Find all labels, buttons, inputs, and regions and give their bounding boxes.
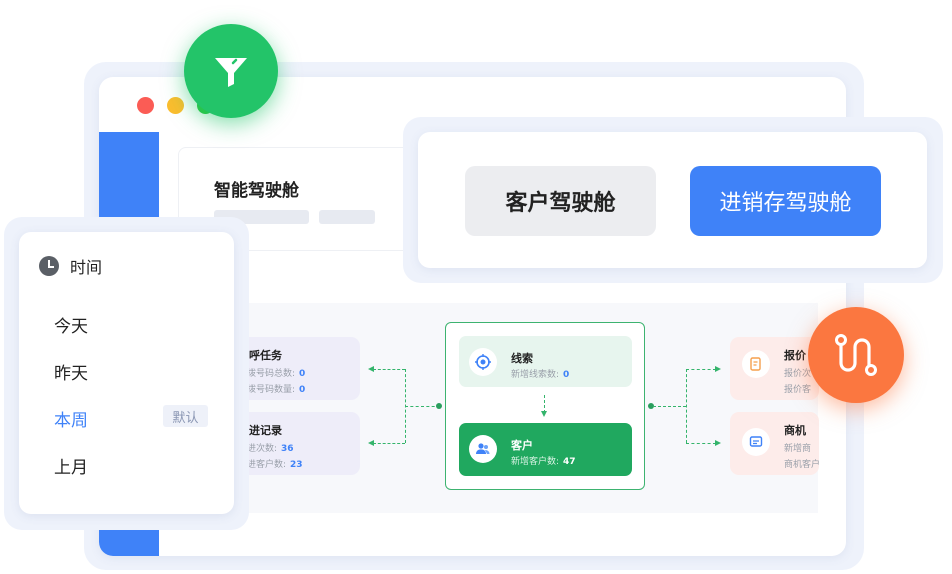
flow-node-quote[interactable]: 报价 报价次 报价客 — [730, 337, 819, 400]
node-line: 新增线索数:0 — [511, 370, 570, 380]
node-line: 待拨号码总数:0 — [238, 369, 306, 379]
inventory-cockpit-button[interactable]: 进销存驾驶舱 — [690, 166, 881, 236]
node-line: 已拨号码数量:0 — [238, 385, 306, 395]
clock-icon — [39, 256, 59, 276]
arrow — [541, 411, 547, 417]
opportunity-icon — [742, 428, 770, 456]
connector — [544, 395, 545, 413]
time-option-this-week[interactable]: 本周 — [54, 411, 88, 431]
connector — [405, 406, 440, 407]
default-badge: 默认 — [163, 405, 208, 427]
arrow — [368, 366, 374, 372]
connector — [686, 369, 716, 370]
connector — [653, 406, 686, 407]
time-filter-panel: 时间 今天 昨天 本周 默认 上月 — [19, 232, 234, 514]
node-line: 新增商 — [784, 444, 812, 454]
route-icon[interactable] — [808, 307, 904, 403]
arrow — [715, 366, 721, 372]
time-option-today[interactable]: 今天 — [54, 317, 88, 337]
flow-node-opportunity[interactable]: 商机 新增商 商机客户 — [730, 412, 821, 475]
user-icon — [469, 435, 497, 463]
node-line: 新增客户数:47 — [511, 457, 576, 467]
flow-node-customer[interactable]: 客户 新增客户数:47 — [459, 423, 632, 476]
target-icon — [469, 348, 497, 376]
node-line: 报价次 — [784, 369, 812, 379]
junction-dot — [648, 403, 654, 409]
connector — [686, 443, 716, 444]
node-line: 商机客户 — [784, 460, 821, 470]
connector — [686, 369, 687, 443]
quote-icon — [742, 350, 770, 378]
node-title: 客户 — [511, 439, 533, 452]
junction-dot — [436, 403, 442, 409]
flow-node-follow-up[interactable]: 跟进记录 跟进次数:36 跟进客户数:23 — [227, 412, 360, 475]
flow-node-outbound-task[interactable]: 外呼任务 待拨号码总数:0 已拨号码数量:0 — [227, 337, 360, 400]
dashboard-title: 智能驾驶舱 — [214, 181, 299, 201]
connector — [373, 369, 405, 370]
filter-icon[interactable] — [184, 24, 278, 118]
arrow — [715, 440, 721, 446]
connector — [373, 443, 405, 444]
time-title: 时间 — [70, 258, 103, 277]
cockpit-selector: 客户驾驶舱 进销存驾驶舱 — [418, 132, 927, 268]
customer-cockpit-button[interactable]: 客户驾驶舱 — [465, 166, 656, 236]
time-header: 时间 — [39, 254, 102, 278]
node-title: 线索 — [511, 352, 533, 365]
time-option-last-month[interactable]: 上月 — [54, 458, 88, 478]
time-option-yesterday[interactable]: 昨天 — [54, 364, 88, 384]
flow-node-lead[interactable]: 线索 新增线索数:0 — [459, 336, 632, 387]
node-line: 报价客 — [784, 385, 812, 395]
close-dot[interactable] — [137, 97, 154, 114]
node-title: 商机 — [784, 424, 806, 437]
arrow — [368, 440, 374, 446]
node-line: 跟进次数:36 — [238, 444, 294, 454]
node-title: 外呼任务 — [238, 349, 282, 362]
placeholder-bar — [319, 210, 375, 224]
minimize-dot[interactable] — [167, 97, 184, 114]
node-title: 跟进记录 — [238, 424, 282, 437]
flow-center-box: 线索 新增线索数:0 客户 新增客户数:47 — [445, 322, 645, 490]
node-line: 跟进客户数:23 — [238, 460, 303, 470]
node-title: 报价 — [784, 349, 806, 362]
